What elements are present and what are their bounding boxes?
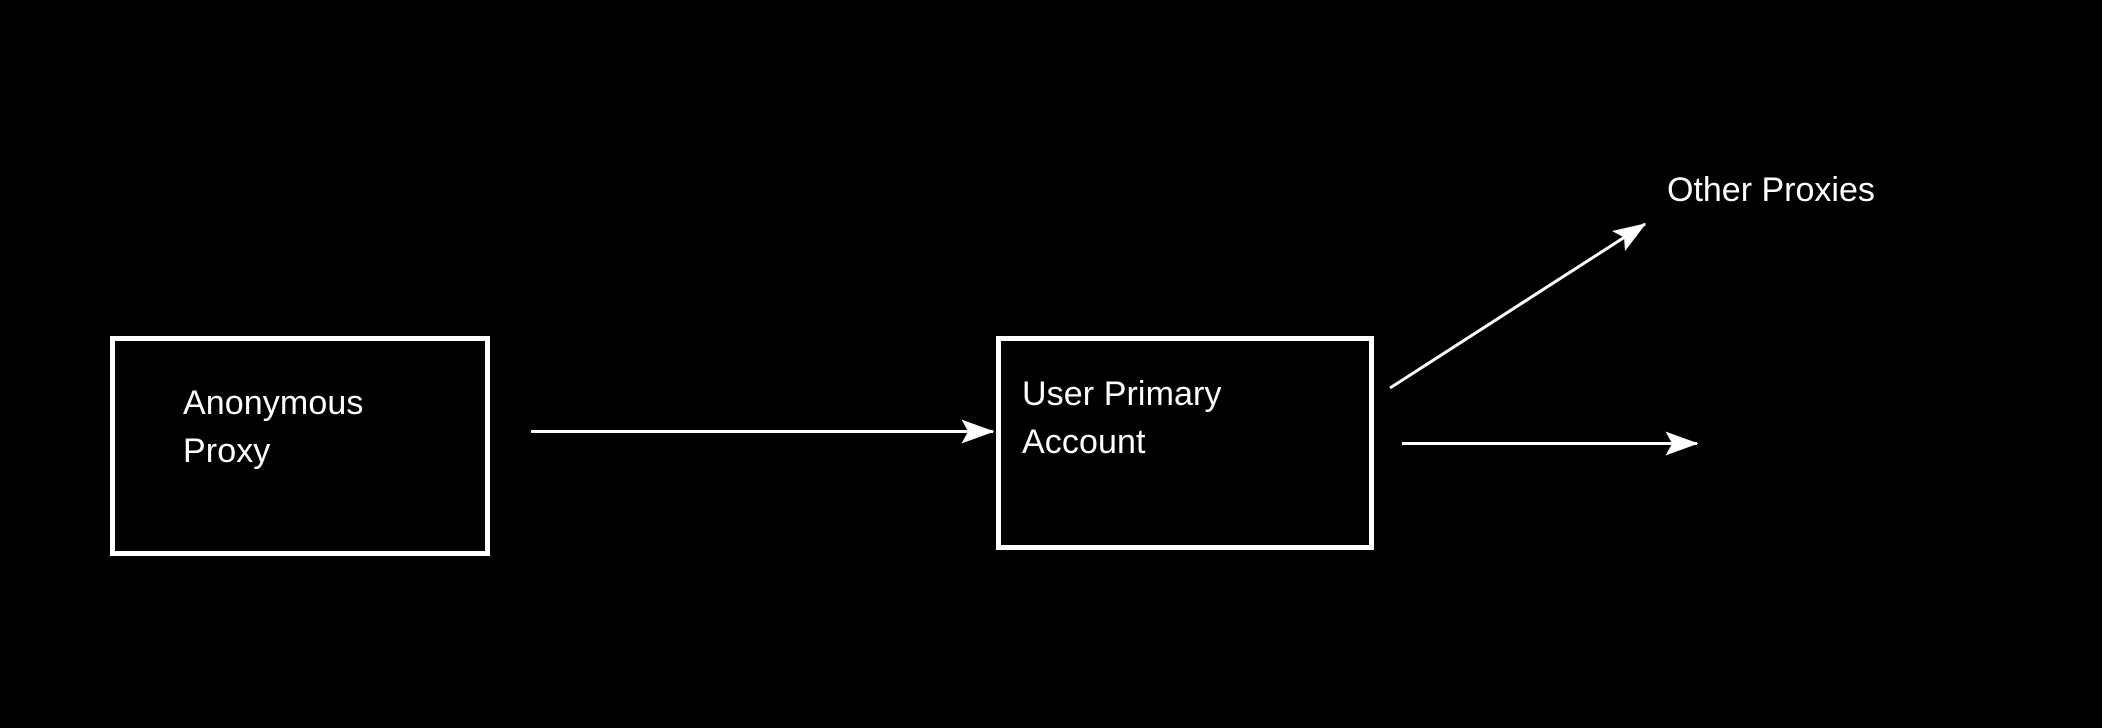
label-other-proxies: Other Proxies [1667, 171, 1875, 209]
node-anonymous-proxy[interactable] [110, 336, 490, 556]
edge-user-primary-account-to-other-proxies [1389, 222, 1647, 390]
node-user-primary-account-label: User Primary Account [1022, 375, 1222, 461]
node-user-primary-account[interactable] [996, 336, 1374, 550]
node-anonymous-proxy-label: Anonymous Proxy [183, 384, 364, 470]
